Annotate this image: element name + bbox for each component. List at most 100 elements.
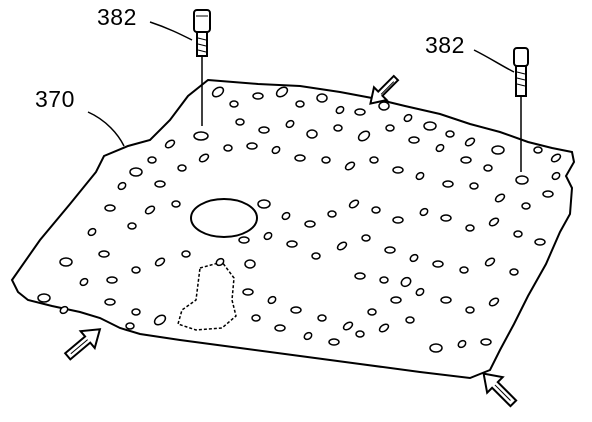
passage-hole bbox=[406, 317, 414, 323]
passage-hole bbox=[488, 297, 500, 308]
passage-hole bbox=[144, 205, 156, 216]
passage-hole bbox=[551, 171, 561, 181]
passage-hole bbox=[391, 297, 401, 303]
passage-hole bbox=[154, 257, 166, 268]
passage-hole bbox=[132, 309, 140, 315]
passage-hole bbox=[464, 137, 476, 148]
passage-hole bbox=[362, 235, 370, 241]
passage-hole bbox=[79, 277, 89, 287]
passage-hole bbox=[385, 247, 395, 253]
passage-hole bbox=[59, 305, 69, 315]
passage-hole bbox=[378, 323, 390, 334]
bolt-382-left bbox=[194, 10, 210, 126]
passage-hole bbox=[117, 181, 127, 191]
passage-hole bbox=[224, 145, 232, 151]
passage-hole bbox=[424, 122, 436, 130]
passage-hole bbox=[342, 321, 354, 332]
passage-hole bbox=[296, 101, 304, 107]
passage-hole bbox=[253, 93, 263, 99]
passage-hole bbox=[409, 137, 419, 143]
passage-hole bbox=[461, 157, 471, 163]
passage-hole bbox=[267, 295, 277, 305]
passage-hole bbox=[307, 130, 317, 138]
passage-hole bbox=[318, 315, 326, 321]
bolt-hole-right bbox=[516, 176, 528, 184]
passage-hole bbox=[484, 257, 496, 268]
passage-hole bbox=[534, 147, 542, 153]
passage-hole bbox=[400, 276, 413, 288]
passage-hole bbox=[522, 203, 530, 209]
spacer-plate-outline bbox=[12, 80, 574, 378]
passage-hole bbox=[494, 193, 506, 204]
passage-hole bbox=[258, 200, 270, 208]
passage-hole bbox=[386, 125, 394, 131]
passage-hole bbox=[514, 231, 522, 237]
passage-hole bbox=[446, 131, 454, 137]
passage-hole bbox=[344, 161, 356, 172]
passage-hole bbox=[305, 221, 315, 227]
passage-hole bbox=[488, 217, 500, 228]
passage-hole bbox=[379, 102, 389, 110]
passage-hole bbox=[178, 165, 186, 171]
passage-hole bbox=[441, 297, 451, 303]
passage-hole bbox=[329, 339, 339, 345]
passage-hole bbox=[182, 251, 190, 257]
leader-line-382-right bbox=[474, 50, 514, 72]
passage-holes bbox=[38, 85, 562, 352]
passage-hole bbox=[322, 157, 330, 163]
passage-hole bbox=[99, 251, 109, 257]
passage-hole bbox=[368, 309, 376, 315]
passage-hole bbox=[243, 289, 253, 295]
leader-line-370 bbox=[88, 112, 124, 146]
passage-hole bbox=[215, 257, 225, 267]
passage-hole bbox=[370, 157, 378, 163]
callout-label-382-left: 382 bbox=[97, 4, 137, 30]
passage-hole bbox=[328, 211, 336, 217]
passage-hole bbox=[281, 211, 291, 221]
passage-hole bbox=[372, 207, 380, 213]
passage-hole bbox=[356, 331, 364, 337]
large-opening bbox=[191, 199, 257, 237]
leader-line-382-left bbox=[150, 22, 192, 40]
passage-hole bbox=[355, 273, 365, 279]
passage-hole bbox=[259, 127, 269, 133]
passage-hole bbox=[275, 85, 289, 98]
passage-hole bbox=[164, 139, 176, 150]
passage-hole bbox=[252, 315, 260, 321]
passage-hole bbox=[492, 146, 504, 154]
passage-hole bbox=[287, 241, 297, 247]
passage-hole bbox=[348, 199, 360, 210]
passage-hole bbox=[334, 125, 342, 131]
passage-hole bbox=[403, 113, 413, 123]
passage-hole bbox=[415, 171, 425, 181]
irregular-opening bbox=[178, 262, 236, 330]
passage-hole bbox=[295, 155, 305, 161]
passage-hole bbox=[107, 277, 117, 283]
passage-hole bbox=[430, 344, 442, 352]
passage-hole bbox=[105, 299, 115, 305]
passage-hole bbox=[355, 109, 365, 115]
passage-hole bbox=[230, 101, 238, 107]
arrow-bottom-left bbox=[61, 321, 107, 365]
passage-hole bbox=[380, 277, 388, 283]
passage-hole bbox=[441, 215, 451, 221]
bolt-hole-left bbox=[194, 132, 208, 140]
passage-hole bbox=[409, 253, 419, 263]
passage-hole bbox=[443, 181, 453, 187]
passage-hole bbox=[393, 167, 403, 173]
passage-hole bbox=[470, 183, 478, 189]
passage-hole bbox=[153, 313, 167, 326]
passage-hole bbox=[172, 201, 180, 207]
passage-hole bbox=[535, 239, 545, 245]
passage-hole bbox=[247, 143, 257, 149]
passage-hole bbox=[263, 231, 273, 241]
passage-hole bbox=[466, 307, 474, 313]
passage-hole bbox=[198, 153, 210, 164]
callout-label-370: 370 bbox=[35, 86, 75, 112]
passage-hole bbox=[335, 105, 345, 115]
passage-hole bbox=[239, 237, 249, 243]
passage-hole bbox=[211, 85, 225, 98]
passage-hole bbox=[128, 223, 136, 229]
passage-hole bbox=[245, 260, 255, 268]
passage-hole bbox=[466, 225, 474, 231]
